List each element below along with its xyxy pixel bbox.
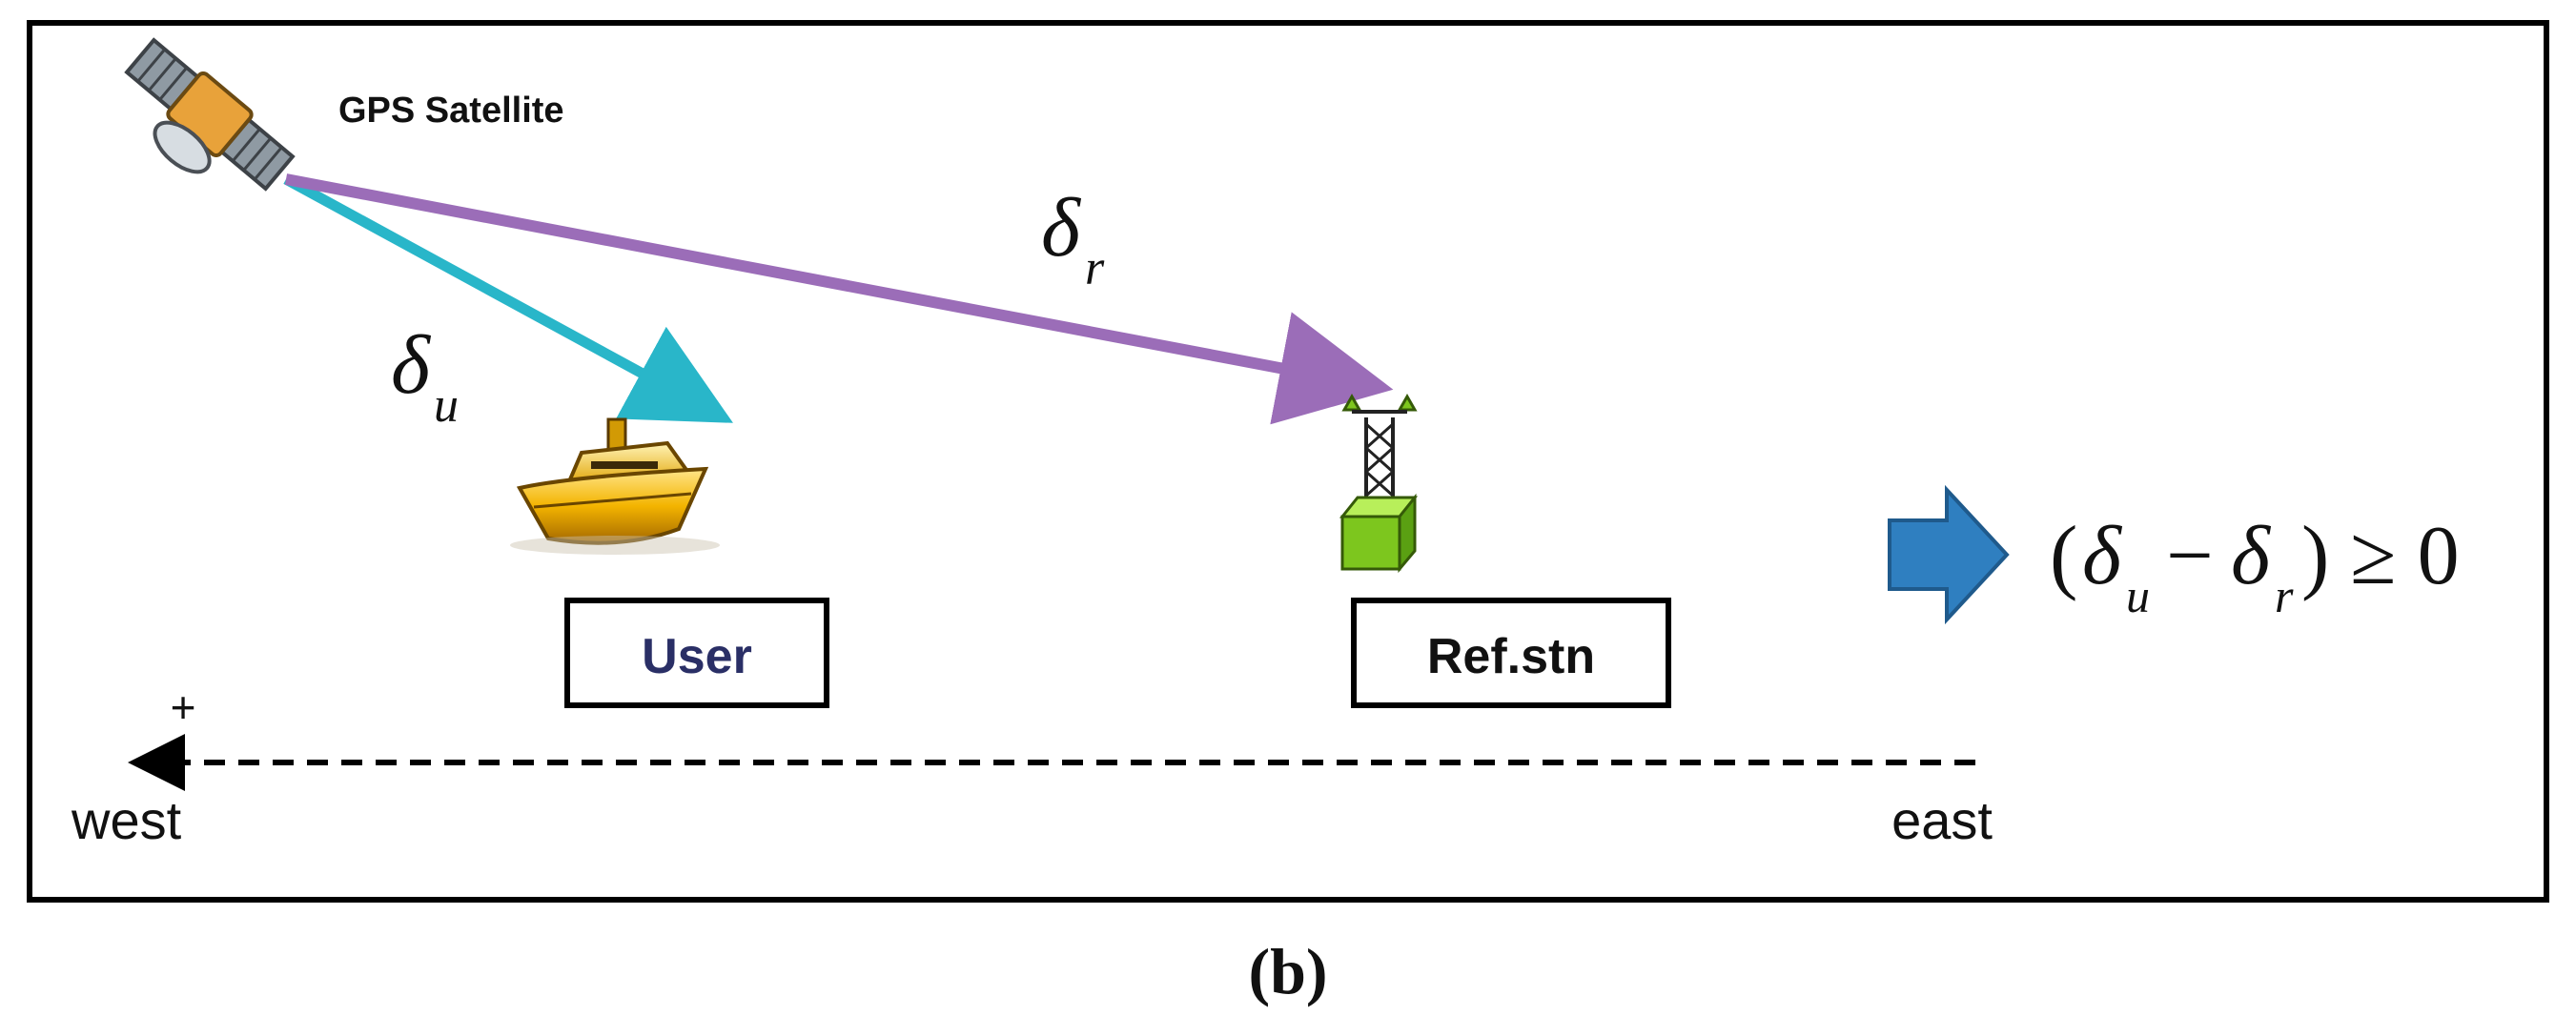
formula-sub-1: u <box>2126 569 2150 622</box>
reference-station-icon <box>1339 393 1419 574</box>
result-arrow-icon <box>1888 484 2010 625</box>
ref-station-box <box>1351 598 1671 708</box>
formula-minus: − <box>2166 510 2214 602</box>
formula: ( δ u − δ r ) ≥ 0 <box>2050 510 2460 622</box>
formula-close-relation: ) ≥ 0 <box>2301 510 2460 602</box>
delta-u-subscript: u <box>434 378 459 433</box>
ship-icon <box>510 417 720 555</box>
delta-r-label: δ r <box>1041 182 1105 295</box>
formula-sub-2: r <box>2275 569 2294 622</box>
user-vector-arrow <box>283 174 733 423</box>
frame-border <box>27 20 2549 903</box>
formula-open-paren: ( <box>2050 510 2077 602</box>
east-label: east <box>1891 790 1993 850</box>
west-label: west <box>71 790 182 850</box>
delta-r-symbol: δ <box>1041 182 1082 274</box>
plus-sign: + <box>171 682 196 732</box>
ref-station-box-label: Ref.stn <box>1427 629 1595 684</box>
delta-r-subscript: r <box>1085 241 1105 295</box>
user-box <box>564 598 829 708</box>
figure-caption: (b) <box>1248 935 1327 1007</box>
delta-u-label: δ u <box>391 319 459 433</box>
formula-delta-2: δ <box>2231 510 2272 602</box>
ref-vector-arrow <box>284 173 1394 425</box>
formula-delta-1: δ <box>2082 510 2123 602</box>
delta-u-symbol: δ <box>391 319 432 412</box>
user-box-label: User <box>642 629 752 684</box>
satellite-icon <box>124 37 296 192</box>
satellite-label: GPS Satellite <box>338 91 564 131</box>
